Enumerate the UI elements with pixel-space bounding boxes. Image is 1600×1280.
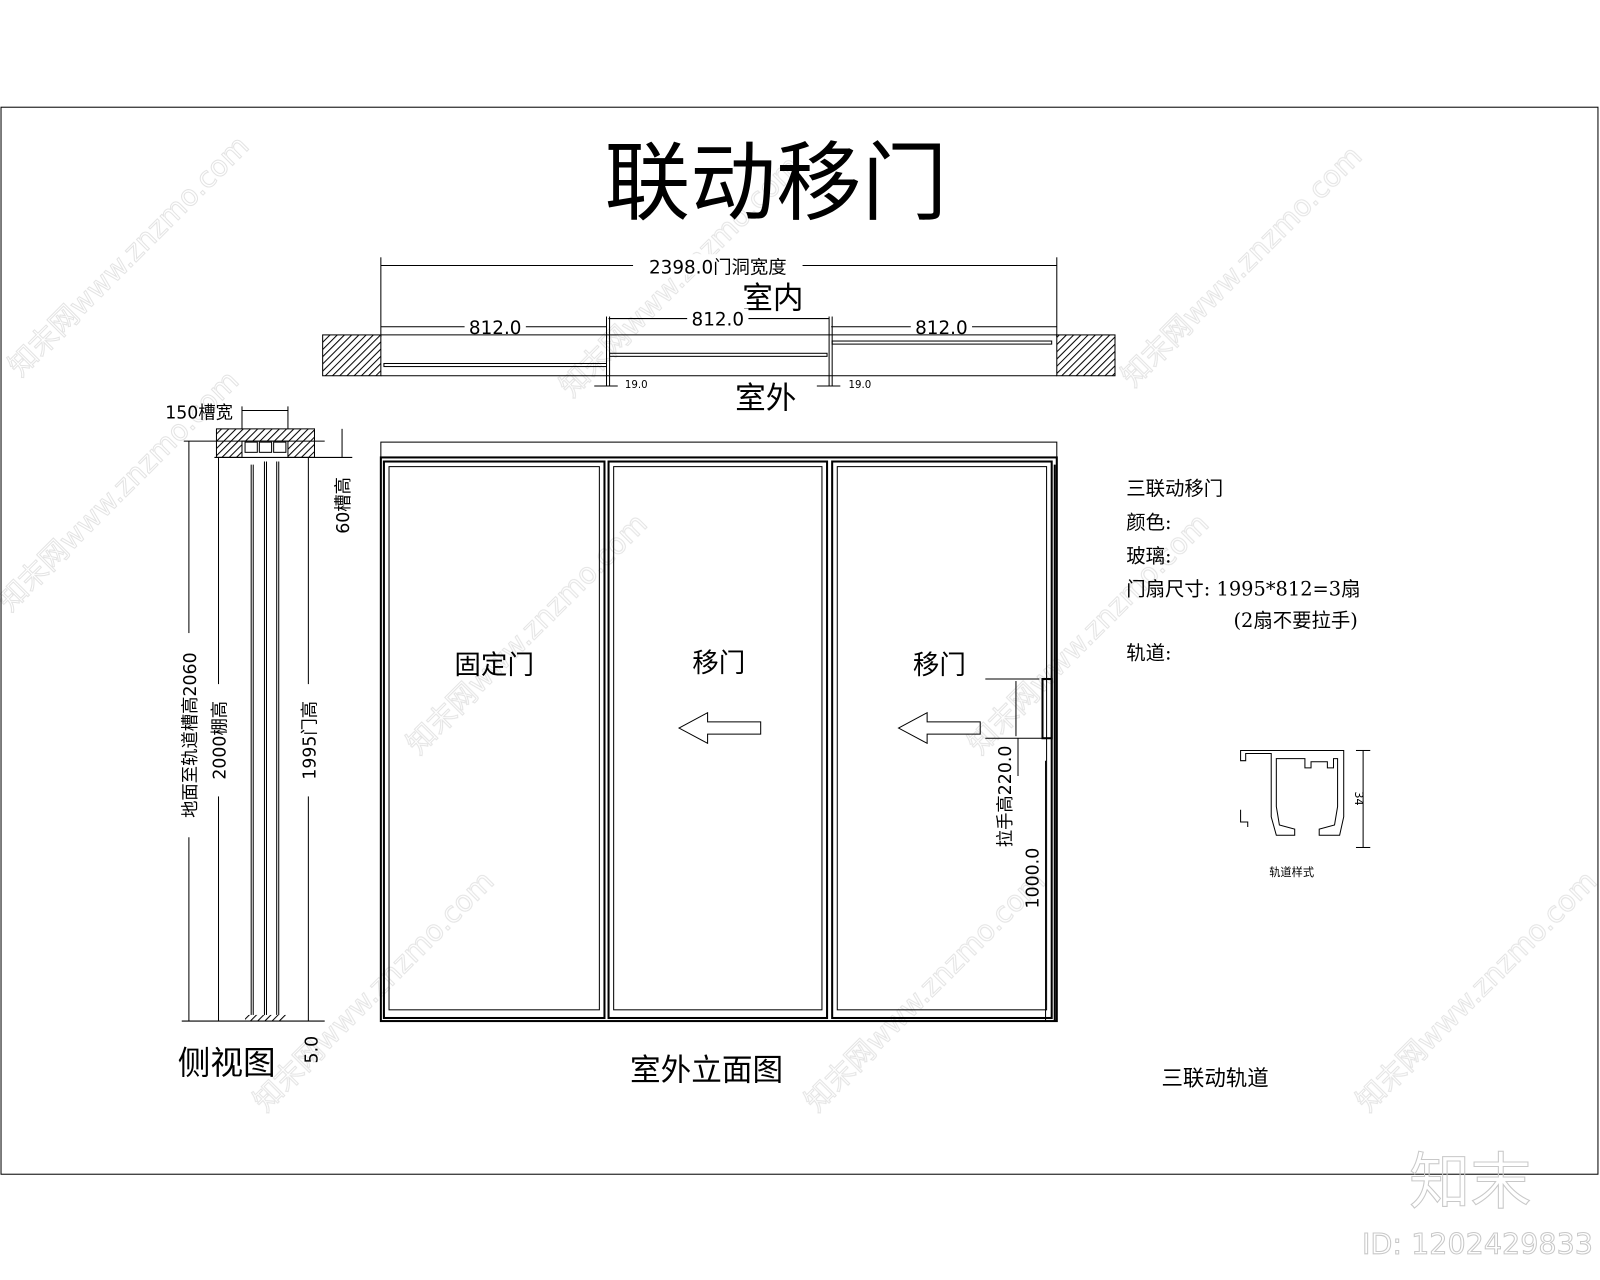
rail-dimension: 34 bbox=[1352, 791, 1365, 805]
ceiling-height-label: 2000棚高 bbox=[211, 701, 231, 780]
arrow-left-icon bbox=[677, 711, 762, 745]
indoor-label: 室内 bbox=[742, 281, 803, 316]
spec-line: (2扇不要拉手) bbox=[1233, 609, 1357, 632]
panel-label-sliding-2: 移门 bbox=[913, 650, 966, 681]
panel-width-2: 812.0 bbox=[692, 310, 745, 331]
watermark-logo: 知末 bbox=[1409, 1147, 1532, 1218]
svg-text:知末网www.znzmo.com: 知末网www.znzmo.com bbox=[798, 864, 1052, 1118]
panel-width-3: 812.0 bbox=[915, 318, 968, 339]
drawing-frame bbox=[0, 106, 1599, 1175]
drawing-title: 联动移门 bbox=[604, 133, 947, 233]
spec-line: 门扇尺寸: 1995*812=3扇 bbox=[1126, 577, 1360, 600]
rail-slot-hatch bbox=[215, 428, 315, 458]
arrow-left-icon bbox=[897, 711, 981, 745]
bottom-gap-label: 5.0 bbox=[303, 1036, 323, 1064]
rail-profile: 34 轨道样式 三联动轨道 bbox=[1161, 749, 1371, 1091]
top-rail bbox=[380, 441, 1058, 458]
panel-label-fixed: 固定门 bbox=[454, 650, 534, 681]
panel-label-sliding-1: 移门 bbox=[692, 648, 745, 679]
door-panel-sliding-1 bbox=[607, 460, 829, 1020]
watermark-id: ID: 1202429833 bbox=[1362, 1227, 1593, 1261]
slot-width-label: 150槽宽 bbox=[165, 404, 233, 424]
svg-text:知末网www.znzmo.com: 知末网www.znzmo.com bbox=[246, 864, 500, 1118]
svg-text:知末网www.znzmo.com: 知末网www.znzmo.com bbox=[0, 363, 245, 617]
svg-text:知末网www.znzmo.com: 知末网www.znzmo.com bbox=[400, 506, 654, 760]
slot-height-label: 60槽高 bbox=[334, 477, 354, 534]
side-view-caption: 侧视图 bbox=[178, 1044, 276, 1082]
watermark-diagonal: 知末网www.znzmo.com 知末网www.znzmo.com 知末网www… bbox=[0, 128, 1600, 1118]
handle-height-label: 拉手高220.0 bbox=[996, 746, 1016, 848]
svg-text:知末网www.znzmo.com: 知末网www.znzmo.com bbox=[961, 506, 1215, 760]
spec-line: 三联动移门 bbox=[1126, 477, 1223, 500]
total-width-label: 2398.0门洞宽度 bbox=[649, 258, 787, 279]
overlap-dim-2: 19.0 bbox=[849, 380, 872, 391]
plan-view: 2398.0门洞宽度 室内 812.0 812.0 812.0 19.0 19.… bbox=[322, 254, 1116, 416]
wall-right bbox=[1056, 334, 1116, 377]
door-height-label: 1995门高 bbox=[301, 701, 321, 780]
spec-line: 颜色: bbox=[1126, 511, 1171, 534]
rail-title: 三联动轨道 bbox=[1161, 1066, 1268, 1091]
panel-width-1: 812.0 bbox=[469, 318, 522, 339]
door-panel-fixed bbox=[382, 460, 606, 1020]
side-view: 150槽宽 60槽高 地面至轨道槽高2060 2000棚高 1995门高 5.0… bbox=[165, 404, 354, 1083]
spec-line: 玻璃: bbox=[1126, 545, 1171, 568]
plan-panel-2 bbox=[609, 352, 828, 357]
overlap-dim-1: 19.0 bbox=[625, 380, 648, 391]
outdoor-label: 室外 bbox=[735, 381, 796, 416]
handle-position-label: 1000.0 bbox=[1023, 848, 1043, 909]
rail-caption: 轨道样式 bbox=[1269, 865, 1314, 879]
spec-line: 轨道: bbox=[1126, 642, 1171, 665]
svg-text:知末网www.znzmo.com: 知末网www.znzmo.com bbox=[1349, 864, 1600, 1118]
elevation-view: 固定门 移门 移门 拉手高220.0 1000.0 室外立面图 bbox=[379, 441, 1058, 1088]
wall-left bbox=[322, 334, 382, 377]
plan-panel-3 bbox=[831, 340, 1053, 345]
door-panel-sliding-2 bbox=[831, 460, 1053, 1020]
spec-notes: 三联动移门 颜色: 玻璃: 门扇尺寸: 1995*812=3扇 (2扇不要拉手)… bbox=[1126, 477, 1360, 664]
svg-text:知末网www.znzmo.com: 知末网www.znzmo.com bbox=[1114, 139, 1368, 393]
elevation-caption: 室外立面图 bbox=[630, 1053, 783, 1088]
svg-text:知末网www.znzmo.com: 知末网www.znzmo.com bbox=[1, 129, 255, 383]
floor-to-slot-label: 地面至轨道槽高2060 bbox=[181, 652, 201, 818]
